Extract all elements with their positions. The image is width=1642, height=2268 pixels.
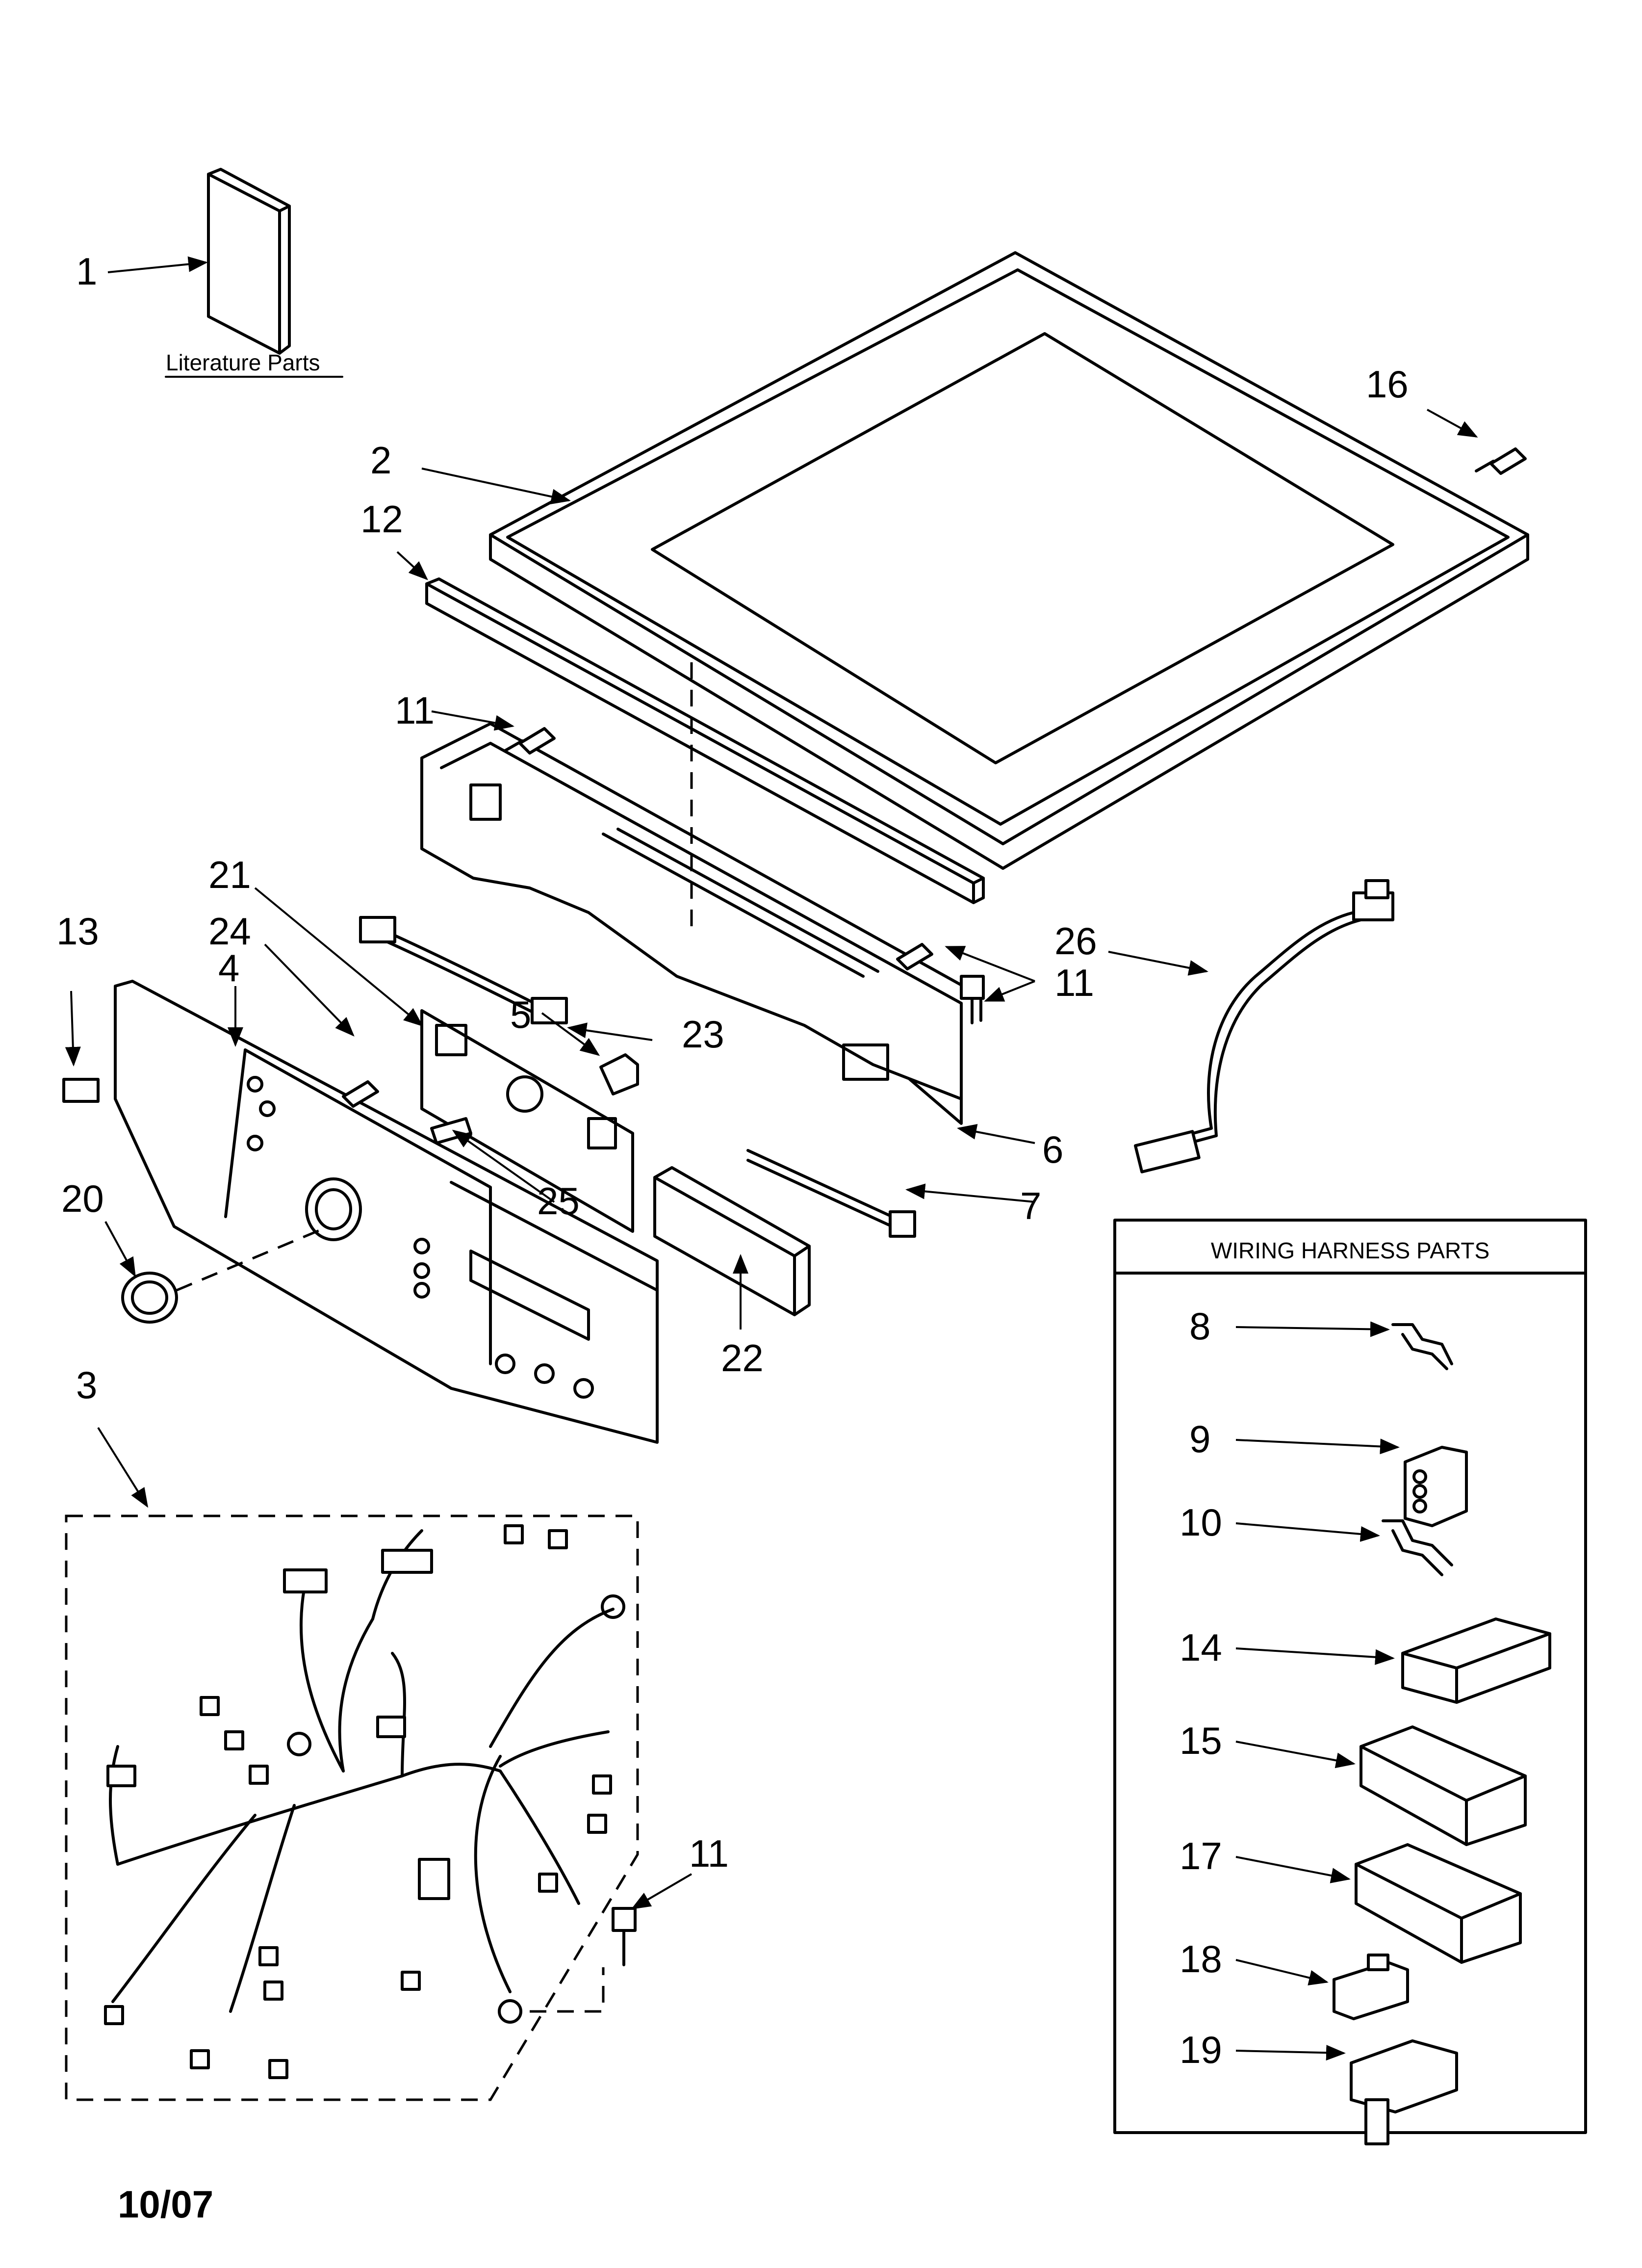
badge-13: [62, 1078, 100, 1103]
top-panel: [489, 251, 1529, 870]
callout-8: 8: [1189, 1304, 1210, 1348]
board-housing: [653, 1166, 811, 1316]
callout-11-mid: 11: [1054, 961, 1094, 1004]
callout-17: 17: [1180, 1834, 1222, 1877]
callout-24: 24: [208, 910, 251, 953]
screw-16: [1475, 447, 1527, 475]
connector-15: [1360, 1725, 1527, 1846]
leader-lines: [65, 256, 1478, 2061]
knob: [121, 1272, 178, 1324]
callout-14: 14: [1180, 1626, 1222, 1669]
connector-wire: [359, 916, 568, 1024]
callout-2: 2: [370, 439, 391, 482]
console-panel: [114, 980, 659, 1444]
callout-25: 25: [537, 1179, 580, 1223]
screw-11-mid: [896, 943, 985, 1024]
callout-26: 26: [1054, 919, 1097, 963]
screw-24: [342, 1080, 379, 1108]
callout-9: 9: [1189, 1417, 1210, 1460]
callout-15: 15: [1180, 1719, 1222, 1762]
literature-booklet: [207, 168, 291, 355]
callout-3: 3: [76, 1363, 97, 1407]
screw-11-upper: [504, 727, 556, 755]
connector-17: [1355, 1843, 1522, 1964]
callout-18: 18: [1180, 1937, 1222, 1981]
connector-19: [1350, 2039, 1458, 2145]
clip-5: [599, 1053, 639, 1095]
callout-5: 5: [510, 993, 531, 1036]
callout-22: 22: [721, 1336, 764, 1380]
console-bracket: [420, 662, 982, 1125]
date-code: 10/07: [118, 2183, 213, 2226]
interface-board: [420, 1009, 634, 1233]
main-harness: [65, 1514, 639, 2101]
connector-9: [1404, 1446, 1468, 1527]
callout-7: 7: [1020, 1184, 1041, 1227]
callout-19: 19: [1180, 2028, 1222, 2071]
callout-13: 13: [56, 910, 99, 953]
callout-11-upper: 11: [395, 689, 435, 732]
wiring-harness-parts-box: [1113, 1219, 1587, 2134]
terminal-8: [1391, 1323, 1453, 1370]
callout-1: 1: [76, 250, 97, 293]
callout-16: 16: [1366, 363, 1409, 406]
callout-11-lower: 11: [689, 1832, 729, 1875]
front-strip: [425, 577, 985, 904]
callout-23: 23: [682, 1013, 724, 1056]
wiring-harness-parts-title: WIRING HARNESS PARTS: [1211, 1238, 1489, 1263]
callout-10: 10: [1180, 1501, 1222, 1544]
literature-caption: Literature Parts: [166, 350, 320, 375]
callout-20: 20: [61, 1177, 104, 1220]
callout-21: 21: [208, 853, 251, 896]
callout-12: 12: [360, 497, 403, 541]
wire-harness-26: [1134, 879, 1394, 1173]
callout-6: 6: [1042, 1128, 1063, 1171]
connector-14: [1401, 1617, 1551, 1704]
screw-11-lower: [612, 1907, 637, 1966]
cable-tie-7: [746, 1149, 916, 1238]
callout-4: 4: [218, 946, 239, 990]
connector-18: [1333, 1954, 1409, 2020]
terminal-10: [1382, 1519, 1453, 1576]
